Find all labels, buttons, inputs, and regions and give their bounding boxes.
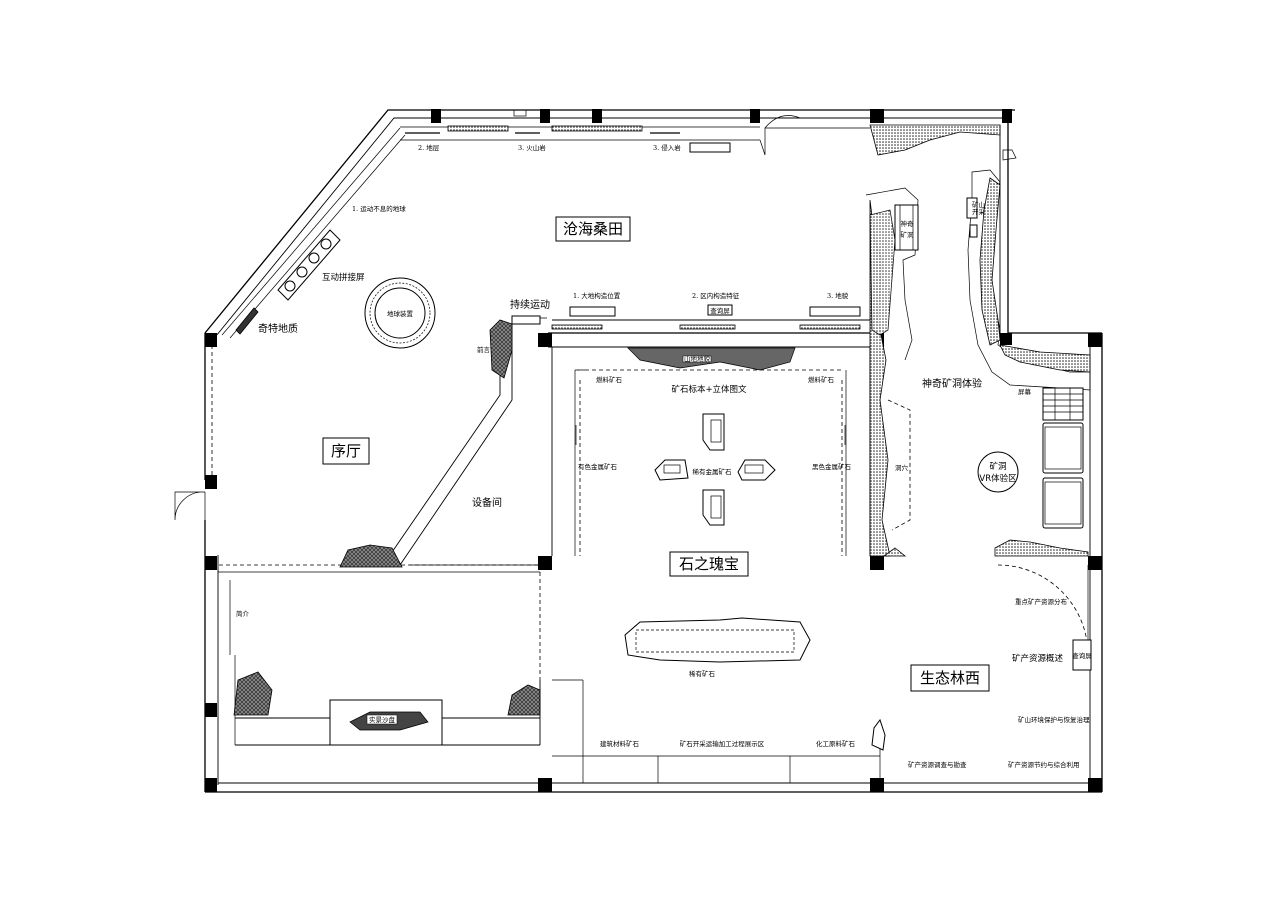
label-fenbu: 重点矿产资源分布: [1015, 597, 1068, 606]
zone-shizhi: 石之瑰宝: [679, 555, 739, 573]
label-chaxun-r: 查询屏: [1072, 651, 1092, 660]
label-gouzao-wz: 1. 大地构造位置: [573, 291, 621, 300]
label-kuangdong-sign1: 神奇: [901, 219, 915, 228]
label-xiyou-jinshu: 稀有金属矿石: [693, 467, 733, 476]
zone-xuting: 序厅: [331, 442, 361, 460]
label-youse: 有色金属矿石: [578, 462, 618, 471]
label-jiaokan: 矿山: [972, 200, 985, 209]
label-jianjie: 简介: [236, 609, 250, 618]
central-hall: [548, 304, 871, 556]
label-gouzao-tz: 2. 区内构造特征: [692, 291, 740, 300]
label-vr-line2: VR体验区: [979, 473, 1017, 484]
label-jiagong: 矿石开采运输加工过程展示区: [680, 739, 765, 748]
outer-walls: [204, 109, 1103, 793]
label-shapan: 实景沙盘: [369, 715, 396, 724]
labels: 奇特地质 设备间 持续运动 地球装置 互动拼接屏 前言 简介 实景沙盘 矿石标本…: [236, 143, 1092, 769]
earth-device: [364, 277, 436, 349]
label-chixu: 持续运动: [510, 298, 550, 311]
label-shebeijian: 设备间: [472, 496, 502, 509]
label-ranliao-left: 燃料矿石: [596, 375, 623, 384]
zone-kuangdong: 神奇矿洞体验: [922, 377, 982, 390]
label-xiyou: 稀有矿石: [689, 669, 716, 678]
label-jiaokan2: 开采: [972, 207, 986, 216]
label-diceng: 2. 地层: [418, 143, 440, 152]
left-door: [174, 491, 206, 522]
label-huanjing: 矿山环境保护与恢复治理: [1018, 715, 1090, 724]
label-dongxue: 洞穴: [895, 463, 909, 472]
label-qite: 奇特地质: [258, 322, 298, 335]
label-huagong: 化工原料矿石: [816, 739, 856, 748]
label-pingmian: 查询屏: [710, 306, 730, 315]
label-jianzhu: 建筑材料矿石: [600, 739, 640, 748]
zone-canghai: 沧海桑田: [563, 220, 623, 238]
label-jieyue: 矿产资源节约与综合利用: [1008, 760, 1080, 769]
zone-titles: 沧海桑田 序厅 石之瑰宝 生态林西 神奇矿洞体验: [322, 216, 990, 692]
columns: [205, 109, 1102, 792]
label-biaoben: 矿石标本+立体图文: [671, 384, 747, 395]
label-yundong: 1. 运动不息的地球: [352, 204, 406, 213]
label-mountain: 山地地貌: [684, 354, 711, 363]
label-vr-line1: 矿洞: [989, 461, 1006, 472]
zone-shengtai: 生态林西: [920, 669, 980, 687]
label-diqiu: 地球装置: [387, 309, 414, 318]
top-display-wall: [221, 109, 870, 339]
label-ranliao-right: 燃料矿石: [808, 375, 835, 384]
cave-area: [865, 124, 1091, 557]
label-hudong: 互动拼接屏: [322, 272, 365, 283]
label-diaocha: 矿产资源调查与勘查: [908, 760, 967, 769]
label-qinru: 3. 侵入岩: [653, 143, 681, 152]
label-qianyan: 前言: [477, 345, 491, 354]
label-gaishu: 矿产资源概述: [1012, 653, 1064, 664]
sand-table-area: [218, 571, 541, 746]
label-heise: 黑色金属矿石: [812, 462, 852, 471]
label-dizhen: 3. 地貌: [827, 291, 849, 300]
label-pingshi: 屏幕: [1018, 387, 1032, 396]
label-kuangdong-sign2: 矿洞: [901, 230, 915, 239]
bottom-center: [539, 565, 886, 783]
vr-area: [977, 387, 1092, 671]
label-huoshan: 3. 火山岩: [518, 143, 546, 152]
equipment-room: [339, 315, 547, 568]
